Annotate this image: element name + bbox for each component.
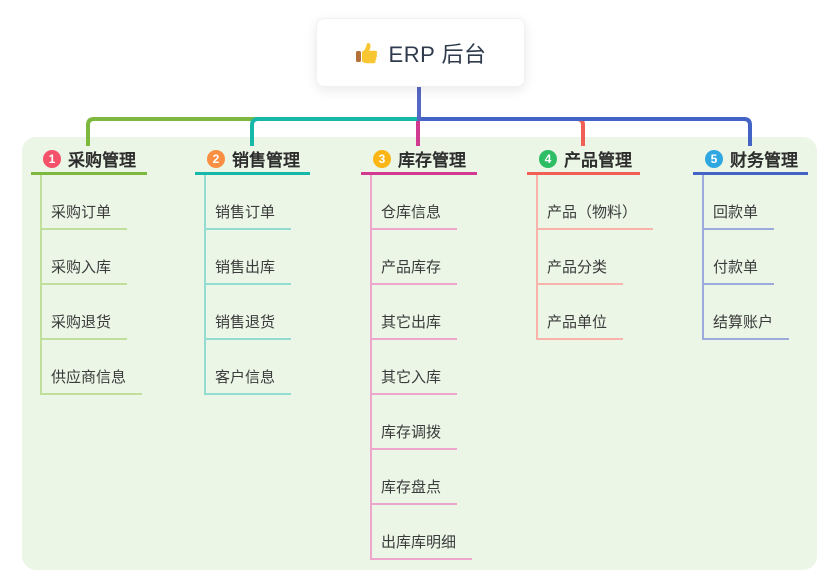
branch-product: 4 产品管理 产品（物料） 产品分类 产品单位 [527, 145, 654, 340]
branch-purchase-children: 采购订单 采购入库 采购退货 供应商信息 [40, 175, 147, 395]
branch-sales-children: 销售订单 销售出库 销售退货 客户信息 [204, 175, 310, 395]
branches-panel [22, 137, 817, 570]
node-sales-order[interactable]: 销售订单 [206, 203, 292, 230]
node-purchase-return[interactable]: 采购退货 [42, 313, 128, 340]
branch-product-children: 产品（物料） 产品分类 产品单位 [536, 175, 654, 340]
node-settlement-account[interactable]: 结算账户 [704, 313, 790, 340]
node-sales-outbound[interactable]: 销售出库 [206, 258, 292, 285]
node-product-material[interactable]: 产品（物料） [538, 203, 654, 230]
node-outbound-detail[interactable]: 出库库明细 [372, 533, 473, 560]
branch-finance: 5 财务管理 回款单 付款单 结算账户 [693, 145, 808, 340]
branch-inventory: 3 库存管理 仓库信息 产品库存 其它出库 其它入库 库存调拨 库存盘点 出库库… [361, 145, 477, 560]
branch-purchase: 1 采购管理 采购订单 采购入库 采购退货 供应商信息 [31, 145, 147, 395]
branch-finance-title[interactable]: 5 财务管理 [693, 145, 808, 175]
branch-sales: 2 销售管理 销售订单 销售出库 销售退货 客户信息 [195, 145, 310, 395]
branch-purchase-title[interactable]: 1 采购管理 [31, 145, 147, 175]
branch-inventory-children: 仓库信息 产品库存 其它出库 其它入库 库存调拨 库存盘点 出库库明细 [370, 175, 477, 560]
branch-product-title[interactable]: 4 产品管理 [527, 145, 640, 175]
branch4-badge: 4 [539, 149, 557, 168]
node-warehouse-info[interactable]: 仓库信息 [372, 203, 458, 230]
node-payment-bill[interactable]: 付款单 [704, 258, 775, 285]
branch-inventory-title[interactable]: 3 库存管理 [361, 145, 477, 175]
branch1-badge: 1 [43, 149, 61, 168]
branch3-badge: 3 [373, 149, 391, 168]
node-sales-return[interactable]: 销售退货 [206, 313, 292, 340]
branch-finance-children: 回款单 付款单 结算账户 [702, 175, 808, 340]
branch5-badge: 5 [705, 149, 723, 168]
root-node-label: ERP 后台 [388, 41, 487, 67]
branch2-badge: 2 [207, 149, 225, 168]
branch-title-label: 采购管理 [68, 151, 136, 170]
node-receipt-bill[interactable]: 回款单 [704, 203, 775, 230]
node-product-stock[interactable]: 产品库存 [372, 258, 458, 285]
node-purchase-order[interactable]: 采购订单 [42, 203, 128, 230]
thumbs-up-icon [355, 42, 377, 63]
root-node[interactable]: ERP 后台 [316, 18, 525, 87]
node-supplier-info[interactable]: 供应商信息 [42, 368, 143, 395]
branch-title-label: 库存管理 [398, 151, 466, 170]
node-stock-transfer[interactable]: 库存调拨 [372, 423, 458, 450]
node-stock-count[interactable]: 库存盘点 [372, 478, 458, 505]
branch-title-label: 财务管理 [730, 151, 798, 170]
branch-sales-title[interactable]: 2 销售管理 [195, 145, 310, 175]
branch-title-label: 销售管理 [232, 151, 300, 170]
node-other-inbound[interactable]: 其它入库 [372, 368, 458, 395]
node-customer-info[interactable]: 客户信息 [206, 368, 292, 395]
node-purchase-inbound[interactable]: 采购入库 [42, 258, 128, 285]
node-product-category[interactable]: 产品分类 [538, 258, 624, 285]
node-other-outbound[interactable]: 其它出库 [372, 313, 458, 340]
node-product-unit[interactable]: 产品单位 [538, 313, 624, 340]
branch-title-label: 产品管理 [564, 151, 632, 170]
